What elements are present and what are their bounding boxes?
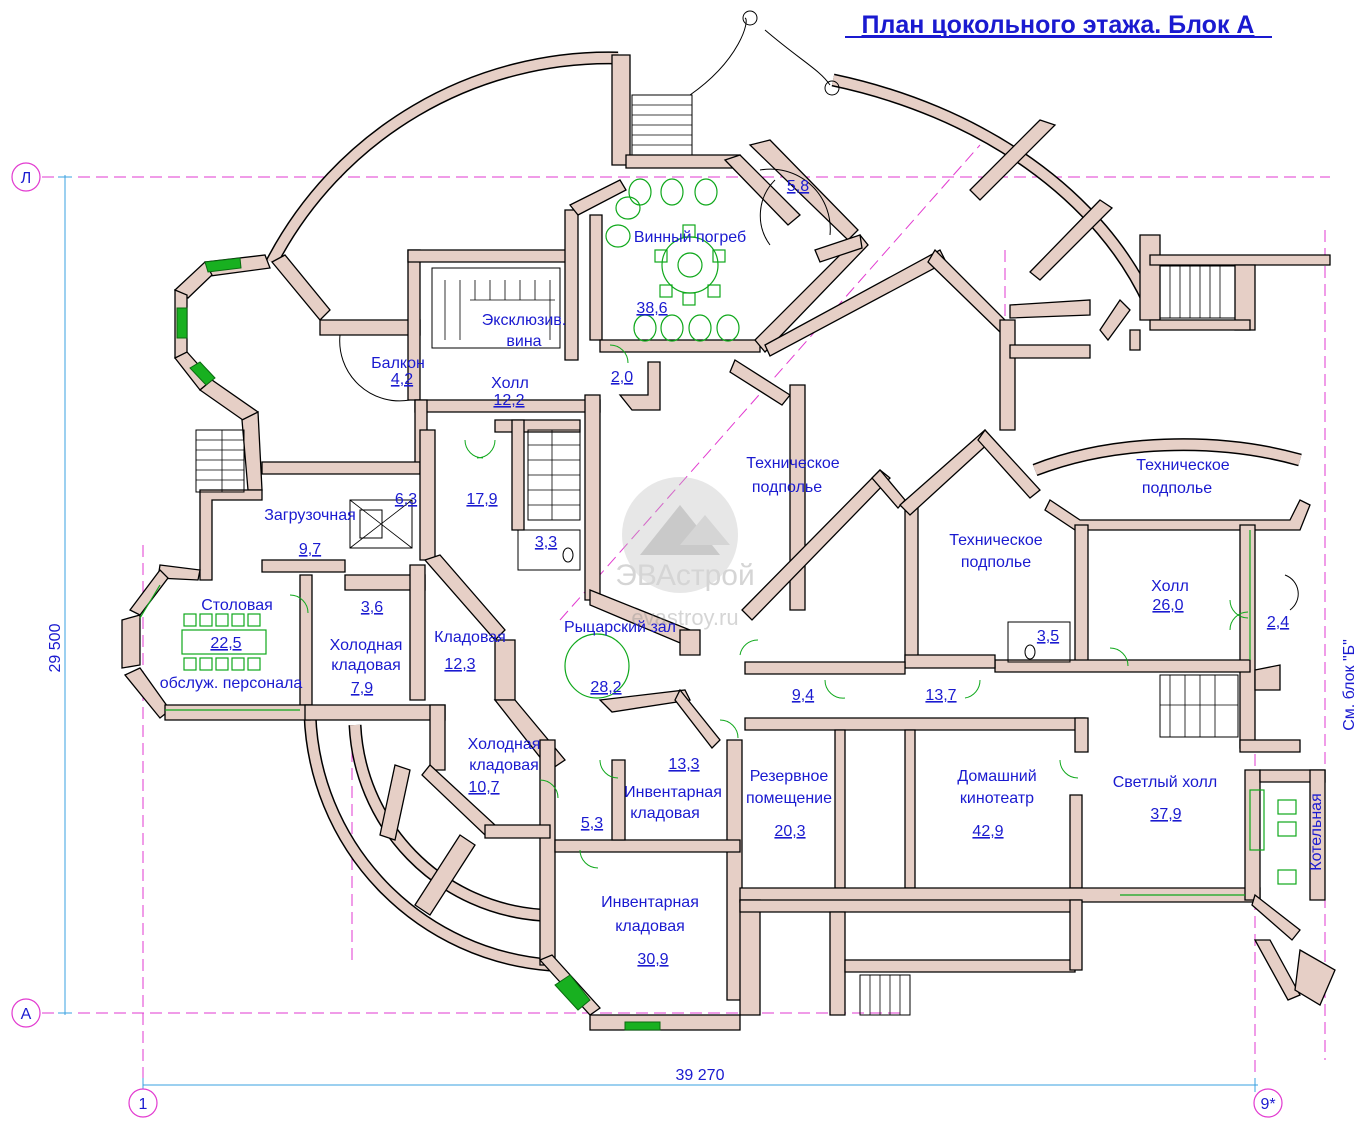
room-name-line2: подполье: [1142, 480, 1212, 497]
room-name-line2: помещение: [746, 790, 832, 807]
stair-exclusive-wine: [431, 267, 561, 349]
watermark-url: evastroy.ru: [631, 605, 738, 630]
room-name-line1: Эксклюзив.: [482, 312, 566, 329]
bay-arc: [1284, 574, 1299, 611]
room-name-line1: Техническое: [746, 455, 840, 472]
stair-north: [631, 94, 693, 156]
room-name-line2: вина: [506, 333, 541, 350]
room-area: 22,5: [210, 635, 241, 652]
room-labels: Винный погреб 38,6 5,8 Эксклюзив. вина Б…: [160, 178, 1325, 968]
svg-text:9*: 9*: [1260, 1096, 1275, 1113]
boiler-room-equipment: [1249, 789, 1297, 885]
room-name: Загрузочная: [264, 507, 356, 524]
balcony-arc: [339, 334, 411, 402]
room-name-line1: Холодная: [468, 736, 541, 753]
room-area: 10,7: [468, 779, 499, 796]
room-area: 7,9: [351, 680, 373, 697]
stair-hall-center: [527, 429, 581, 521]
side-note: См. блок "Б": [1341, 639, 1358, 731]
ornamental-rail: [764, 29, 831, 86]
room-name-line2: подполье: [961, 554, 1031, 571]
room-name-line2: кладовая: [469, 757, 539, 774]
room-area: 2,0: [611, 369, 633, 386]
room-area: 4,2: [391, 371, 413, 388]
svg-text:А: А: [21, 1006, 32, 1023]
room-name-line1: Столовая: [201, 597, 273, 614]
dining-table: [181, 613, 267, 671]
room-area: 38,6: [636, 300, 667, 317]
stair-east: [1159, 265, 1236, 319]
room-area: 13,3: [668, 756, 699, 773]
ornamental-post: [824, 80, 840, 96]
svg-text:1: 1: [139, 1096, 148, 1113]
room-area: 30,9: [637, 951, 668, 968]
walls: [266, 51, 1302, 972]
dimension-lines: [58, 175, 1258, 1092]
stair-hall-east: [1159, 674, 1239, 738]
room-name-line1: Инвентарная: [601, 894, 699, 911]
room-area: 5,3: [581, 815, 603, 832]
room-area: 26,0: [1152, 597, 1183, 614]
stair-loading-west: [195, 429, 245, 493]
room-name: Балкон: [371, 355, 425, 372]
room-area: 2,4: [1267, 614, 1289, 631]
dimension-vertical: 29 500: [47, 623, 64, 672]
room-area: 9,4: [792, 687, 814, 704]
room-name-line2: кладовая: [630, 805, 700, 822]
room-name: Холл: [491, 375, 529, 392]
room-area: 42,9: [972, 823, 1003, 840]
room-name-line1: Домашний: [957, 768, 1036, 785]
room-name-line1: Инвентарная: [624, 784, 722, 801]
stairs: [195, 94, 1239, 1016]
room-area: 37,9: [1150, 806, 1181, 823]
axis-marker-top-left: Л: [11, 162, 41, 192]
wine-cellar-furniture: [605, 178, 740, 342]
axis-marker-bottom-left: А: [11, 998, 41, 1028]
room-area: 3,3: [535, 534, 557, 551]
axis-marker-bottom-last: 9*: [1253, 1088, 1283, 1118]
room-area: 3,5: [1037, 628, 1059, 645]
room-area: 28,2: [590, 679, 621, 696]
room-area: 20,3: [774, 823, 805, 840]
room-area: 17,9: [466, 491, 497, 508]
room-name-line1: Холодная: [330, 637, 403, 654]
room-name-line2: подполье: [752, 479, 822, 496]
windows: [139, 257, 1251, 1031]
room-name: Кладовая: [434, 629, 506, 646]
room-name: Котельная: [1308, 793, 1325, 870]
room-area: 3,6: [361, 599, 383, 616]
room-name-line2: кладовая: [615, 918, 685, 935]
doors: [289, 344, 1249, 869]
room-area: 12,2: [493, 392, 524, 409]
room-name: Светлый холл: [1113, 774, 1217, 791]
ornamental-post: [742, 10, 758, 26]
svg-text:Л: Л: [21, 170, 32, 187]
axis-marker-bottom-first: 1: [128, 1088, 158, 1118]
room-area: 12,3: [444, 656, 475, 673]
room-area: 9,7: [299, 541, 321, 558]
plan-title: План цокольного этажа. Блок А: [862, 11, 1255, 39]
room-area: 6,3: [395, 491, 417, 508]
room-name-line2: обслуж. персонала: [160, 675, 303, 692]
stair-loading-center: [349, 499, 413, 549]
watermark-brand: ЭВАстрой: [615, 559, 754, 592]
room-area: 13,7: [925, 687, 956, 704]
room-name: Холл: [1151, 578, 1189, 595]
ornamental-rail: [689, 17, 747, 96]
room-name-line2: кинотеатр: [960, 790, 1034, 807]
knights-hall-round-table: [564, 633, 630, 699]
room-area: 5,8: [787, 178, 809, 195]
dimension-horizontal: 39 270: [676, 1067, 725, 1084]
bathroom-fixtures: [517, 529, 1071, 663]
room-name-line1: Техническое: [1136, 457, 1230, 474]
room-name: Винный погреб: [634, 229, 746, 246]
room-name-line1: Техническое: [949, 532, 1043, 549]
room-name-line2: кладовая: [331, 657, 401, 674]
room-name-line1: Резервное: [750, 768, 829, 785]
watermark: ЭВАстрой evastroy.ru: [615, 477, 755, 630]
stair-south: [859, 974, 911, 1016]
stair-wine-cellar-curved: [759, 168, 831, 246]
room-name: Рыцарский зал: [564, 619, 676, 636]
